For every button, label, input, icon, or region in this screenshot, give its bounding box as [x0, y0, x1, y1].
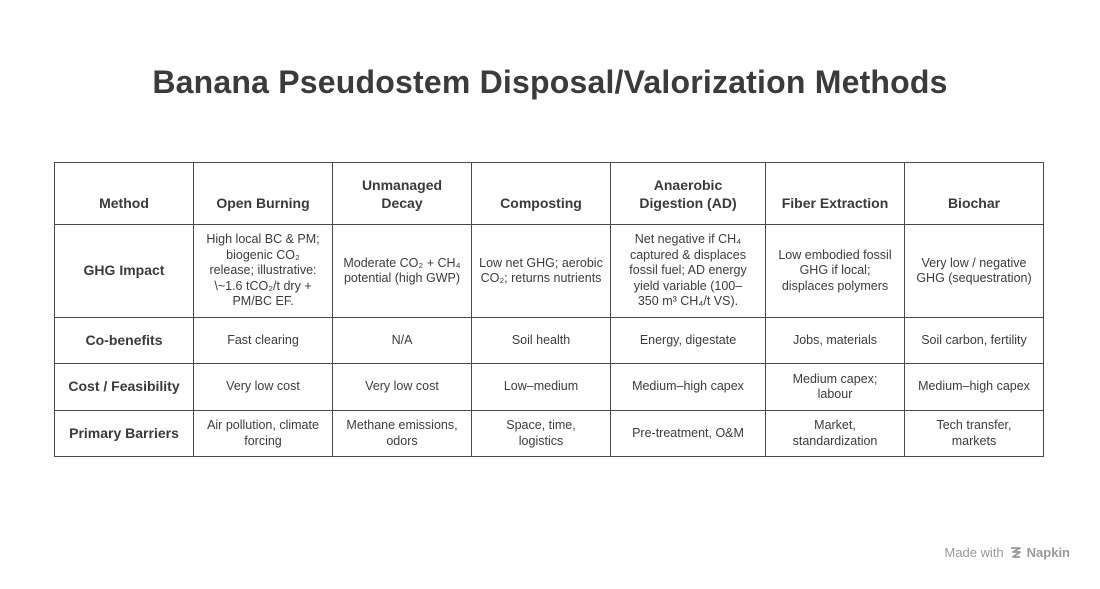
table-cell: Pre-treatment, O&M [610, 410, 766, 457]
table-cell: Low net GHG; aerobic CO₂; returns nutrie… [471, 224, 611, 318]
table-cell: Moderate CO₂ + CH₄ potential (high GWP) [332, 224, 472, 318]
header-open-burning: Open Burning [193, 162, 333, 225]
table-cell: Market, standardization [765, 410, 905, 457]
header-composting: Composting [471, 162, 611, 225]
header-biochar: Biochar [904, 162, 1044, 225]
table-row: Cost / Feasibility Very low cost Very lo… [54, 363, 1044, 411]
table-cell: Tech transfer, markets [904, 410, 1044, 457]
table-header-row: Method Open Burning Unmanaged Decay Comp… [54, 162, 1044, 225]
cell-text: Moderate CO₂ + CH₄ potential (high GWP) [343, 255, 461, 286]
table-cell: Fast clearing [193, 317, 333, 364]
table-cell: High local BC & PM; biogenic CO₂ release… [193, 224, 333, 318]
table-cell: Medium–high capex [904, 363, 1044, 411]
footer-prefix: Made with [944, 545, 1004, 560]
header-method: Method [54, 162, 194, 225]
comparison-table: Method Open Burning Unmanaged Decay Comp… [54, 162, 1044, 457]
row-label-co-benefits: Co-benefits [54, 317, 194, 364]
table-cell: Medium capex; labour [765, 363, 905, 411]
cell-text: Low embodied fossil GHG if local; displa… [778, 247, 892, 293]
cell-text: Net negative if CH₄ captured & displaces… [629, 232, 747, 309]
header-fiber-extraction: Fiber Extraction [765, 162, 905, 225]
table-row: Primary Barriers Air pollution, climate … [54, 410, 1044, 457]
row-label-ghg-impact: GHG Impact [54, 224, 194, 318]
table-cell: N/A [332, 317, 472, 364]
cell-text: Very low / negative GHG (sequestration) [916, 255, 1032, 286]
table-row: GHG Impact High local BC & PM; biogenic … [54, 224, 1044, 318]
row-label-cost-feasibility: Cost / Feasibility [54, 363, 194, 411]
table-cell: Net negative if CH₄ captured & displaces… [610, 224, 766, 318]
page-title: Banana Pseudostem Disposal/Valorization … [152, 64, 948, 100]
table-cell: Air pollution, climate forcing [193, 410, 333, 457]
made-with-napkin-badge[interactable]: Made with Napkin [944, 545, 1070, 560]
row-label-primary-barriers: Primary Barriers [54, 410, 194, 457]
cell-text: Low net GHG; aerobic CO₂; returns nutrie… [479, 255, 603, 286]
table-cell: Medium–high capex [610, 363, 766, 411]
table-cell: Jobs, materials [765, 317, 905, 364]
table-cell: Energy, digestate [610, 317, 766, 364]
table-row: Co-benefits Fast clearing N/A Soil healt… [54, 317, 1044, 364]
table-cell: Very low / negative GHG (sequestration) [904, 224, 1044, 318]
table-cell: Space, time, logistics [471, 410, 611, 457]
table-cell: Very low cost [332, 363, 472, 411]
table-cell: Soil health [471, 317, 611, 364]
header-unmanaged-decay: Unmanaged Decay [332, 162, 472, 225]
table-cell: Very low cost [193, 363, 333, 411]
table-cell: Low embodied fossil GHG if local; displa… [765, 224, 905, 318]
table-cell: Low–medium [471, 363, 611, 411]
header-anaerobic-digestion: Anaerobic Digestion (AD) [610, 162, 766, 225]
table-cell: Soil carbon, fertility [904, 317, 1044, 364]
napkin-logo-icon [1009, 546, 1022, 559]
footer-brand: Napkin [1026, 545, 1070, 560]
table-cell: Methane emissions, odors [332, 410, 472, 457]
cell-text: High local BC & PM; biogenic CO₂ release… [206, 232, 320, 309]
